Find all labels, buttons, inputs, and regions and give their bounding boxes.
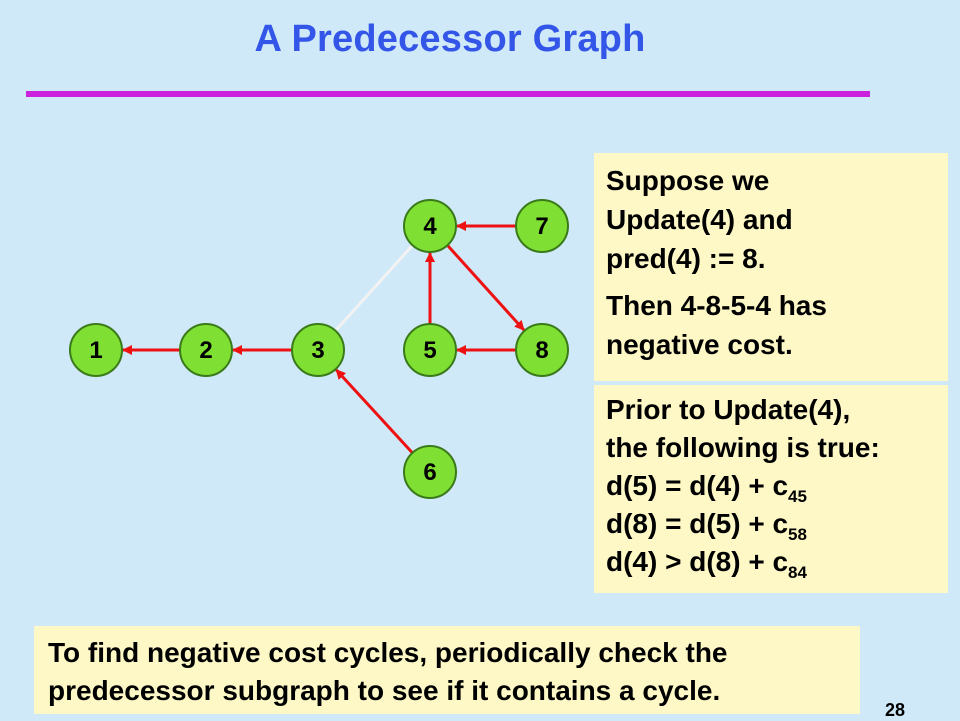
node-8: 8 bbox=[515, 323, 569, 377]
edge-6-to-3 bbox=[335, 368, 414, 454]
equation-subscript: 45 bbox=[788, 487, 807, 506]
node-circle bbox=[515, 323, 569, 377]
node-label: 8 bbox=[535, 337, 548, 364]
note-line: Update(4) and bbox=[606, 204, 793, 235]
note-line: Suppose we bbox=[606, 165, 770, 196]
node-label: 5 bbox=[423, 337, 436, 364]
node-4: 4 bbox=[403, 199, 457, 253]
slide-title: A Predecessor Graph bbox=[254, 18, 646, 60]
note-update-box: Suppose we Update(4) and pred(4) := 8. T… bbox=[594, 153, 948, 381]
page-number: 28 bbox=[885, 700, 906, 720]
node-circle bbox=[403, 323, 457, 377]
note-summary-box: To find negative cost cycles, periodical… bbox=[34, 626, 860, 714]
note-line: pred(4) := 8. bbox=[606, 243, 766, 274]
equation-text: d(8) = d(5) + c bbox=[606, 508, 789, 539]
edge-4-to-8 bbox=[446, 244, 526, 331]
equation-subscript: 58 bbox=[788, 525, 807, 544]
edge-4-to-3 bbox=[334, 244, 414, 331]
node-7: 7 bbox=[515, 199, 569, 253]
equation-subscript: 84 bbox=[788, 563, 807, 582]
note-line: Then 4-8-5-4 has bbox=[606, 290, 827, 321]
note-line: To find negative cost cycles, periodical… bbox=[48, 637, 728, 668]
note-conditions-box: Prior to Update(4), the following is tru… bbox=[594, 385, 948, 593]
equation-line: d(8) = d(5) + c58 bbox=[606, 505, 936, 543]
node-label: 6 bbox=[423, 459, 436, 486]
node-label: 4 bbox=[423, 213, 437, 240]
node-circle bbox=[179, 323, 233, 377]
node-label: 3 bbox=[311, 337, 324, 364]
node-5: 5 bbox=[403, 323, 457, 377]
node-circle bbox=[69, 323, 123, 377]
note-line: negative cost. bbox=[606, 329, 793, 360]
note-line: the following is true: bbox=[606, 432, 880, 463]
node-circle bbox=[403, 445, 457, 499]
node-2: 2 bbox=[179, 323, 233, 377]
equation-line: d(4) > d(8) + c84 bbox=[606, 543, 936, 581]
node-1: 1 bbox=[69, 323, 123, 377]
equation-text: d(5) = d(4) + c bbox=[606, 470, 789, 501]
equation-text: d(4) > d(8) + c bbox=[606, 546, 789, 577]
node-label: 1 bbox=[89, 337, 102, 364]
node-6: 6 bbox=[403, 445, 457, 499]
note-line: Prior to Update(4), bbox=[606, 394, 851, 425]
node-circle bbox=[291, 323, 345, 377]
title-underline bbox=[26, 91, 870, 97]
equation-line: d(5) = d(4) + c45 bbox=[606, 467, 936, 505]
node-circle bbox=[403, 199, 457, 253]
node-circle bbox=[515, 199, 569, 253]
node-label: 2 bbox=[199, 337, 212, 364]
node-label: 7 bbox=[535, 213, 548, 240]
note-line: predecessor subgraph to see if it contai… bbox=[48, 675, 721, 706]
node-3: 3 bbox=[291, 323, 345, 377]
predecessor-graph: 1 2 3 4 5 6 7 8 bbox=[69, 199, 569, 499]
